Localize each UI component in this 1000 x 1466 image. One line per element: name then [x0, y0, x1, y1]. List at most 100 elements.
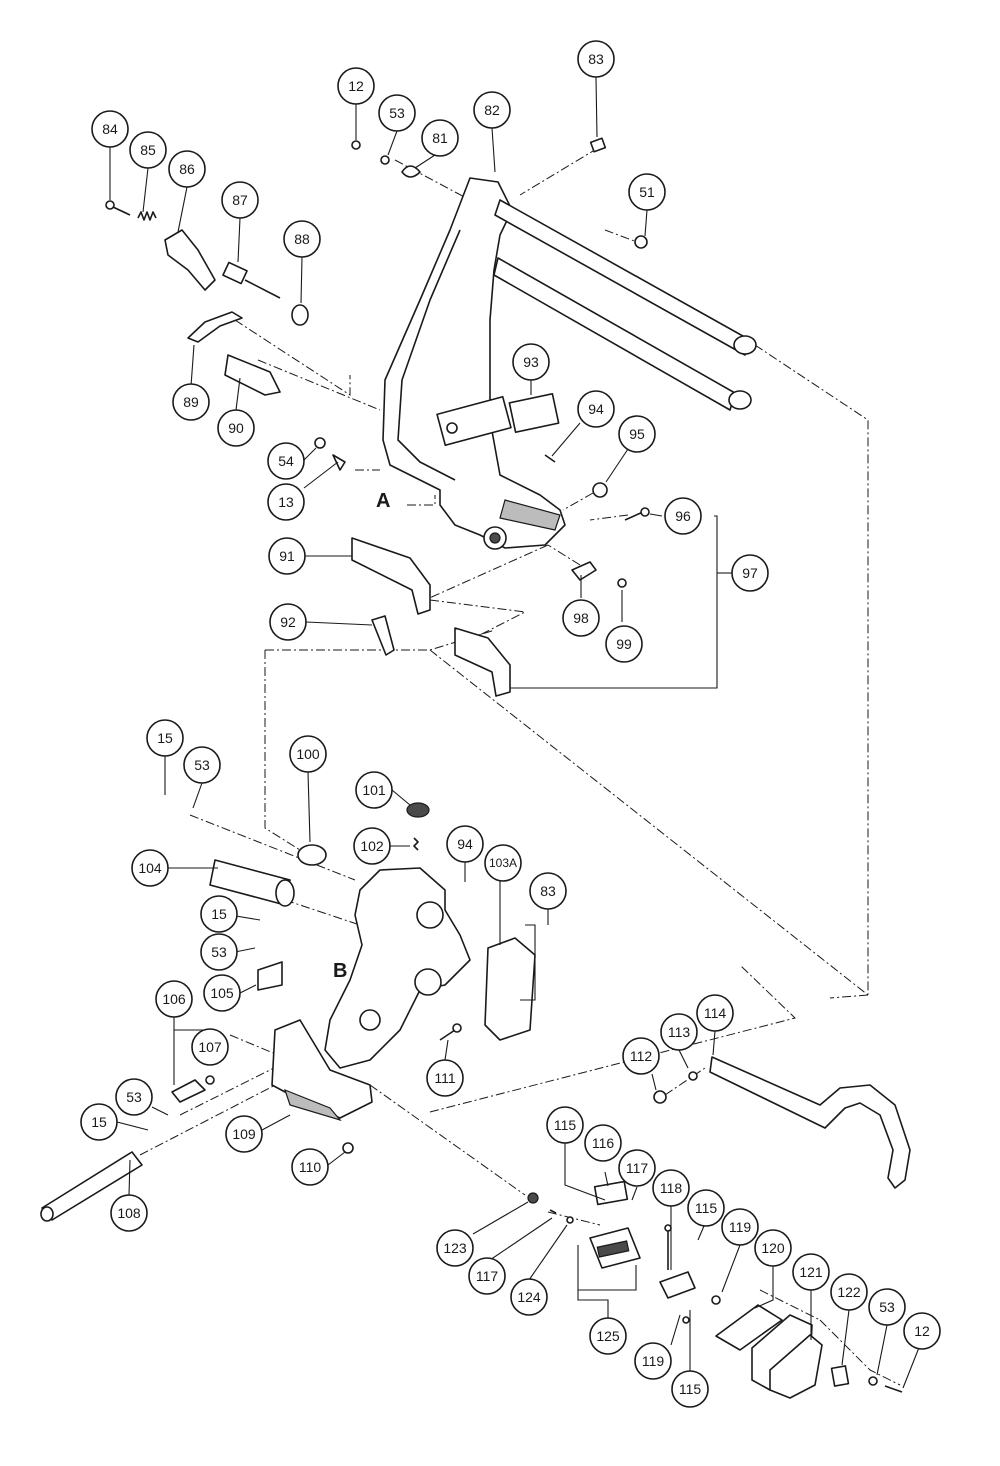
svg-text:112: 112	[630, 1048, 653, 1064]
upper-arm-frame	[382, 177, 757, 550]
svg-text:85: 85	[140, 142, 156, 158]
plate-98	[571, 561, 597, 581]
svg-text:100: 100	[296, 746, 320, 762]
lever-114	[709, 1056, 911, 1189]
callout-84: 84	[91, 110, 129, 148]
svg-text:82: 82	[484, 102, 500, 118]
callout-82: 82	[473, 91, 511, 129]
svg-text:99: 99	[616, 636, 632, 652]
svg-text:103A: 103A	[489, 856, 517, 870]
callout-53: 53	[183, 746, 221, 784]
svg-text:53: 53	[194, 757, 210, 773]
svg-text:124: 124	[517, 1289, 541, 1305]
callout-94: 94	[446, 825, 484, 863]
svg-text:86: 86	[179, 161, 195, 177]
svg-text:87: 87	[232, 192, 248, 208]
svg-text:107: 107	[198, 1039, 222, 1055]
svg-text:15: 15	[211, 906, 227, 922]
callout-95: 95	[618, 415, 656, 453]
callouts: 84 85 86 87 88 12 53 81 82 83 51 89 90 9…	[80, 40, 941, 1408]
callout-117: 117	[468, 1257, 506, 1295]
callout-120: 120	[754, 1229, 792, 1267]
svg-text:101: 101	[362, 782, 386, 798]
callout-54: 54	[267, 442, 305, 480]
clip-89	[187, 311, 243, 343]
screw-96	[624, 511, 644, 521]
svg-text:104: 104	[138, 860, 162, 876]
callout-15: 15	[146, 719, 184, 757]
callout-123: 123	[436, 1229, 474, 1267]
callout-122: 122	[830, 1273, 868, 1311]
screw-12-top	[351, 140, 361, 150]
svg-text:54: 54	[278, 453, 294, 469]
callout-102: 102	[353, 827, 391, 865]
svg-text:83: 83	[588, 51, 604, 67]
callout-118: 118	[652, 1169, 690, 1207]
screw-99	[617, 578, 627, 588]
callout-101: 101	[355, 771, 393, 809]
callout-107: 107	[191, 1028, 229, 1066]
callout-125: 125	[589, 1317, 627, 1355]
callout-88: 88	[283, 220, 321, 258]
callout-114: 114	[696, 994, 734, 1032]
callout-109: 109	[225, 1115, 263, 1153]
washer-113	[688, 1071, 698, 1081]
svg-text:114: 114	[704, 1005, 727, 1021]
callout-105: 105	[203, 974, 241, 1012]
callout-53: 53	[378, 94, 416, 132]
setscrew-94-top	[544, 454, 556, 463]
svg-text:51: 51	[639, 184, 655, 200]
callout-91: 91	[268, 537, 306, 575]
nut-51	[634, 235, 648, 249]
svg-text:125: 125	[596, 1328, 620, 1344]
callout-103A: 103A	[484, 844, 522, 882]
svg-text:12: 12	[914, 1323, 930, 1339]
callout-81: 81	[421, 119, 459, 157]
callout-115: 115	[546, 1106, 584, 1144]
cover-97	[454, 627, 511, 697]
callout-108: 108	[110, 1194, 148, 1232]
svg-text:121: 121	[799, 1264, 823, 1280]
callout-106: 106	[155, 980, 193, 1018]
section-label-b: B	[333, 960, 347, 982]
svg-text:95: 95	[629, 426, 645, 442]
callout-100: 100	[289, 735, 327, 773]
svg-text:115: 115	[679, 1381, 702, 1397]
callout-53: 53	[200, 933, 238, 971]
callout-15: 15	[200, 895, 238, 933]
svg-text:115: 115	[695, 1200, 718, 1216]
svg-text:53: 53	[211, 944, 227, 960]
callout-83: 83	[577, 40, 615, 78]
callout-12: 12	[903, 1312, 941, 1350]
callout-92: 92	[269, 603, 307, 641]
callout-121: 121	[792, 1253, 830, 1291]
callout-112: 112	[622, 1037, 660, 1075]
callout-93: 93	[512, 343, 550, 381]
svg-text:117: 117	[626, 1160, 649, 1176]
svg-text:15: 15	[91, 1114, 107, 1130]
callout-15: 15	[80, 1103, 118, 1141]
screw-54	[314, 437, 326, 449]
svg-text:92: 92	[280, 614, 296, 630]
assembly-guide-lines	[139, 147, 901, 1386]
callout-94: 94	[577, 390, 615, 428]
callout-111: 111	[426, 1059, 464, 1097]
svg-text:117: 117	[476, 1268, 499, 1284]
callout-97: 97	[731, 554, 769, 592]
section-label-a: A	[376, 490, 390, 512]
slider-91	[351, 537, 431, 615]
callout-98: 98	[562, 599, 600, 637]
callout-117: 117	[618, 1149, 656, 1187]
callout-51: 51	[628, 173, 666, 211]
spring-85	[137, 211, 157, 221]
callout-13: 13	[267, 483, 305, 521]
callout-85: 85	[129, 131, 167, 169]
callout-115: 115	[671, 1370, 709, 1408]
svg-text:105: 105	[210, 985, 234, 1001]
callout-53: 53	[115, 1078, 153, 1116]
svg-text:94: 94	[588, 401, 604, 417]
svg-text:53: 53	[389, 105, 405, 121]
callout-12: 12	[337, 67, 375, 105]
knob-95	[592, 482, 608, 498]
